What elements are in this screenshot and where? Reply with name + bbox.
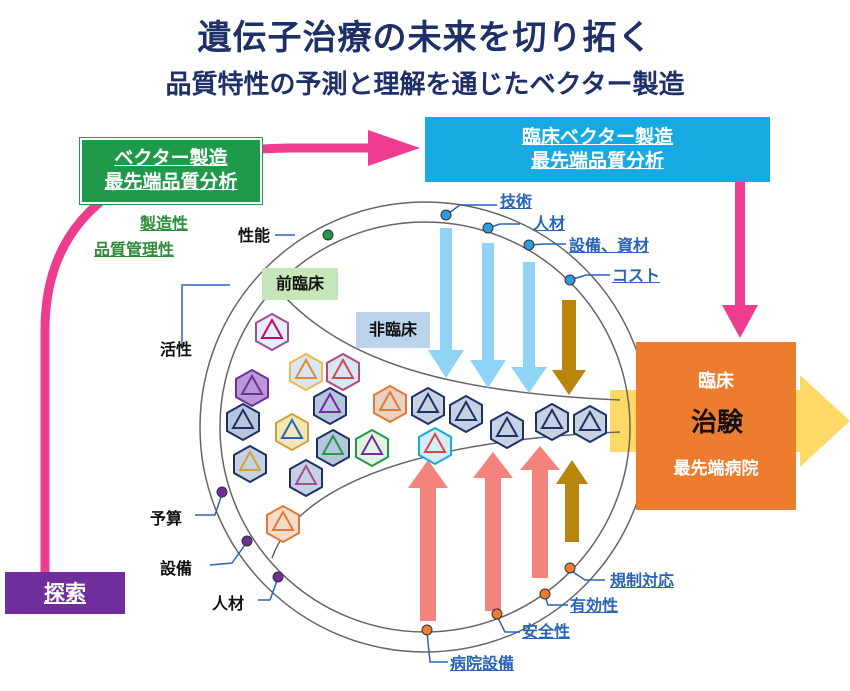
- vector-particle-icons: [226, 312, 607, 544]
- advanced-hospital-wrap: 最先端病院: [636, 456, 796, 484]
- resource-arrows-down: [428, 228, 547, 393]
- manufacturability-label: 製造性: [140, 214, 189, 233]
- subtitle: 品質特性の予測と理解を通じたベクター製造: [165, 70, 685, 100]
- nonclinical-label: 非臨床: [368, 320, 417, 339]
- cost-label: コスト: [612, 266, 661, 285]
- pink-arrowhead-top: [368, 130, 420, 166]
- preclinical-label: 前臨床: [275, 274, 324, 293]
- hospital-equipment-label: 病院設備: [450, 654, 515, 673]
- pink-arrow-down-shaft: [735, 180, 745, 310]
- vector-manufacturing-box: ベクター製造 最先端品質分析: [79, 137, 263, 205]
- main-title: 遺伝子治療の未来を切り拓く: [197, 18, 653, 58]
- exploration-to-clinical-arrow: [40, 143, 370, 572]
- safety-label: 安全性: [522, 622, 571, 641]
- hospital-arrows-up: [408, 446, 560, 621]
- clinical-quality-analysis-label: 最先端品質分析: [530, 149, 664, 172]
- efficacy-label: 有効性: [570, 596, 619, 615]
- advanced-hospital-label: 最先端病院: [673, 459, 759, 480]
- clinical-vector-manufacturing-box: 臨床ベクター製造 最先端品質分析: [425, 117, 770, 182]
- funnel-upper-curve: [269, 279, 621, 401]
- performance-label: 性能: [238, 226, 271, 245]
- clinical-label: 臨床: [698, 370, 734, 392]
- clinical-trial-wrap: 治験: [612, 400, 822, 446]
- advanced-quality-analysis-label: 最先端品質分析: [104, 171, 238, 193]
- personnel-top-label: 人材: [533, 214, 566, 233]
- clinical-vector-manufacturing-label: 臨床ベクター製造: [521, 125, 674, 148]
- personnel-left-label: 人材: [212, 594, 245, 613]
- equipment-materials-label: 設備、資材: [569, 236, 650, 255]
- clinical-top-label-wrap: 臨床: [636, 368, 796, 396]
- preclinical-box: 前臨床: [262, 268, 338, 300]
- budget-label: 予算: [150, 509, 183, 528]
- clinical-box: [636, 342, 796, 510]
- regulatory-label: 規制対応: [610, 571, 675, 590]
- regulatory-arrow-up: [556, 460, 588, 542]
- vector-manufacturing-label: ベクター製造: [114, 147, 228, 170]
- exploration-label: 探索: [44, 580, 86, 605]
- nonclinical-box: 非臨床: [356, 312, 430, 348]
- quality-control-label: 品質管理性: [94, 240, 175, 259]
- exploration-box: 探索: [5, 572, 125, 614]
- activity-label: 活性: [160, 340, 193, 359]
- equipment-left-label: 設備: [160, 559, 193, 578]
- cost-arrow-down: [552, 300, 586, 395]
- technology-label: 技術: [500, 192, 533, 211]
- indicator-dots: [216, 209, 576, 636]
- pink-arrowhead-down: [722, 305, 758, 338]
- clinical-trial-label: 治験: [690, 407, 743, 438]
